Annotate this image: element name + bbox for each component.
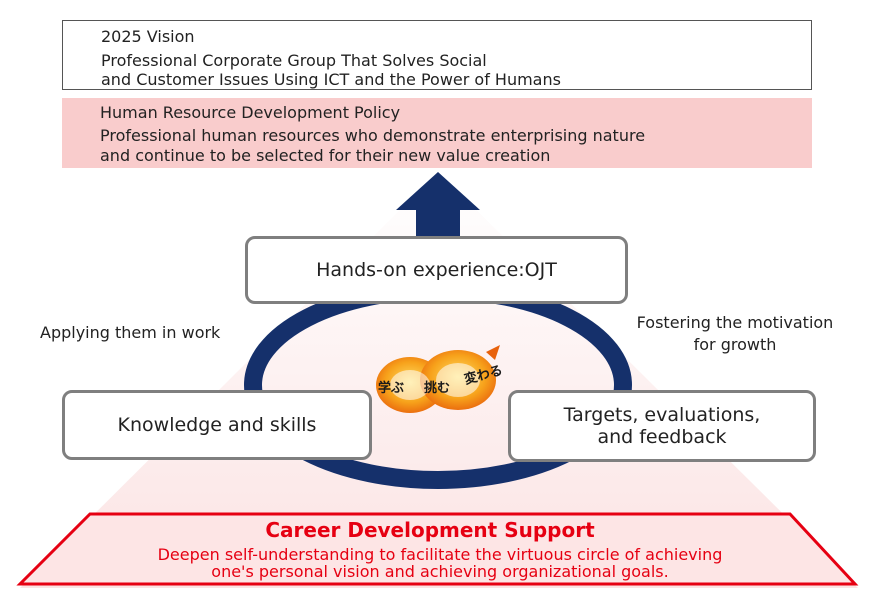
career-text-line2: one's personal vision and achieving orga… <box>211 562 669 581</box>
knowledge-skills-label: Knowledge and skills <box>117 414 317 436</box>
targets-label-line2: and feedback <box>597 426 727 448</box>
policy-text-line1: Professional human resources who demonst… <box>100 126 646 145</box>
ojt-label: Hands-on experience:OJT <box>316 259 557 281</box>
up-arrow <box>396 172 480 236</box>
fostering-label-line2: for growth <box>693 335 777 354</box>
targets-feedback-box: Targets, evaluations, and feedback <box>508 390 816 462</box>
policy-title: Human Resource Development Policy <box>100 103 401 122</box>
knowledge-skills-box: Knowledge and skills <box>62 390 372 460</box>
career-trapezoid <box>16 512 859 586</box>
vision-text-line2: and Customer Issues Using ICT and the Po… <box>101 70 561 89</box>
vision-box: 2025 Vision Professional Corporate Group… <box>62 20 812 90</box>
logo: 学ぶ 挑む 変わる <box>376 345 504 413</box>
vision-title: 2025 Vision <box>101 27 195 46</box>
policy-text-line2: and continue to be selected for their ne… <box>100 146 551 165</box>
vision-text-line1: Professional Corporate Group That Solves… <box>101 51 487 70</box>
fostering-label-line1: Fostering the motivation <box>636 313 834 332</box>
career-title: Career Development Support <box>265 518 595 542</box>
logo-text-2: 挑む <box>424 380 450 396</box>
ojt-box: Hands-on experience:OJT <box>245 236 628 304</box>
logo-text-1: 学ぶ <box>378 380 404 396</box>
targets-label-line1: Targets, evaluations, <box>563 404 761 426</box>
career-text-line1: Deepen self-understanding to facilitate … <box>157 545 723 564</box>
fostering-label: Fostering the motivation for growth <box>615 312 855 356</box>
policy-box: Human Resource Development Policy Profes… <box>62 98 812 168</box>
applying-label: Applying them in work <box>40 323 221 342</box>
